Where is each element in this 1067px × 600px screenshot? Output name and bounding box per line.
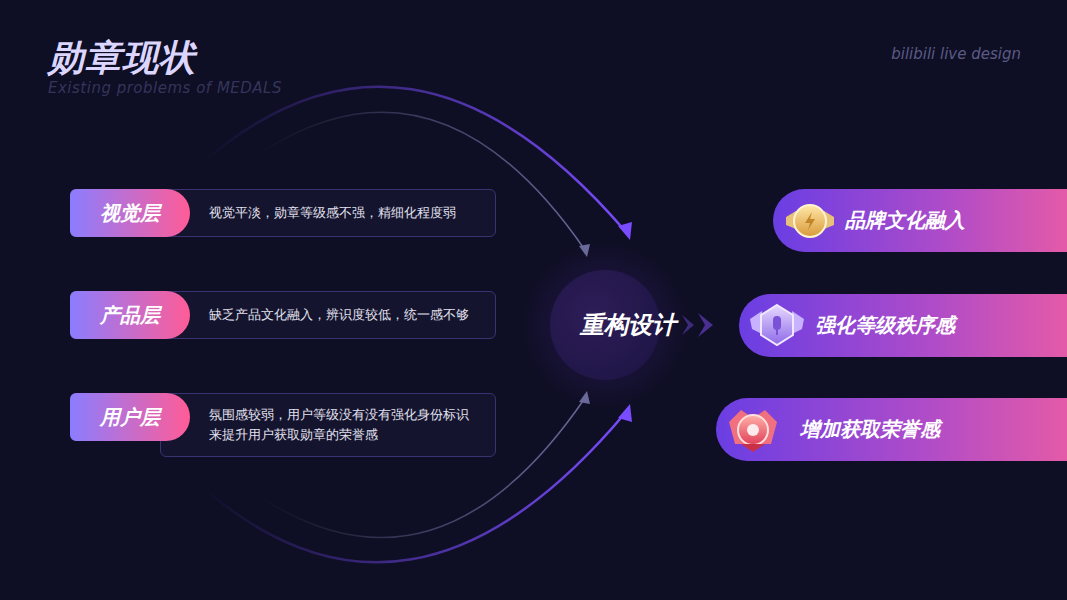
- arrowhead: [579, 391, 590, 404]
- problem-text: 氛围感较弱，用户等级没有没有强化身份标识来提升用户获取勋章的荣誉感: [160, 393, 496, 457]
- result-label: 增加获取荣誉感: [800, 416, 940, 443]
- chevron: [698, 313, 713, 337]
- layer-tag: 用户层: [70, 393, 190, 441]
- problem-text: 视觉平淡，勋章等级感不强，精细化程度弱: [160, 189, 496, 237]
- result-pill: 品牌文化融入: [773, 189, 1067, 252]
- layer-tag: 视觉层: [70, 189, 190, 237]
- problem-text: 缺乏产品文化融入，辨识度较低，统一感不够: [160, 291, 496, 339]
- problem-row: 产品层缺乏产品文化融入，辨识度较低，统一感不够: [70, 291, 496, 339]
- arrowhead: [579, 244, 590, 257]
- medal-icon: [750, 305, 804, 345]
- arrowhead: [618, 404, 632, 422]
- result-pill: 强化等级秩序感: [739, 294, 1067, 357]
- center-label: 重构设计: [580, 309, 676, 341]
- problem-row: 视觉层视觉平淡，勋章等级感不强，精细化程度弱: [70, 189, 496, 237]
- page-title: 勋章现状: [48, 34, 196, 83]
- layer-tag: 产品层: [70, 291, 190, 339]
- center-circle: 重构设计: [550, 270, 660, 380]
- watermark: bilibili live design: [891, 45, 1021, 63]
- subtitle: Existing problems of MEDALS: [48, 79, 282, 97]
- result-pill: 增加获取荣誉感: [716, 398, 1067, 461]
- result-label: 强化等级秩序感: [815, 312, 955, 339]
- medal-icon: [729, 410, 777, 452]
- result-label: 品牌文化融入: [845, 207, 965, 234]
- medal-icon: [786, 205, 834, 237]
- chevron: [682, 315, 694, 335]
- arrowhead: [618, 222, 632, 240]
- problem-row: 用户层氛围感较弱，用户等级没有没有强化身份标识来提升用户获取勋章的荣誉感: [70, 393, 496, 457]
- glow: [520, 240, 690, 410]
